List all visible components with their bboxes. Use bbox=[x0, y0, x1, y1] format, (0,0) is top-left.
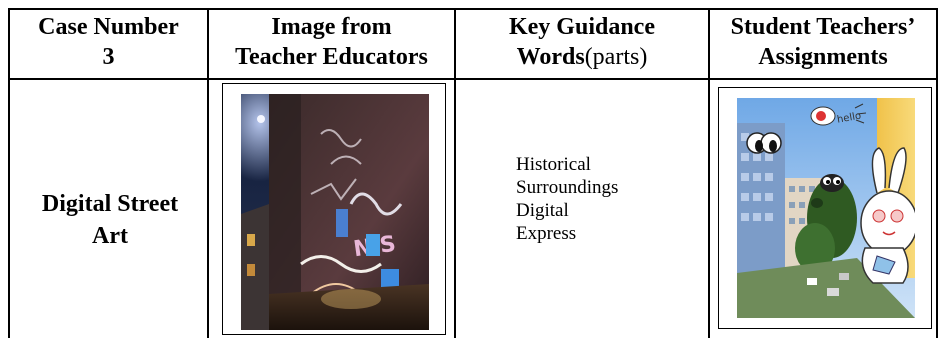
guidance-word: Surroundings bbox=[516, 177, 619, 198]
header-assignments-line2: Assignments bbox=[758, 44, 888, 70]
header-image-from-teacher: Image from Teacher Educators bbox=[209, 12, 454, 78]
header-key-guidance-line2: Words(parts) bbox=[456, 42, 708, 72]
header-image-line1: Image from bbox=[271, 14, 392, 40]
graffiti-wall-photo: NIS bbox=[241, 94, 429, 330]
header-case-number-line2: 3 bbox=[102, 44, 115, 70]
header-parts-normal: (parts) bbox=[584, 44, 648, 70]
header-case-number: Case Number 3 bbox=[10, 12, 207, 78]
header-bottom-border bbox=[8, 78, 938, 80]
student-assignment-image: hello bbox=[737, 98, 915, 318]
speech-bubble-text: hello bbox=[836, 111, 862, 126]
header-words-bold: Words bbox=[516, 44, 585, 70]
guidance-word: Digital bbox=[516, 200, 569, 221]
guidance-word: Express bbox=[516, 223, 577, 244]
case-title-line1: Digital Street bbox=[41, 191, 179, 217]
cartoon-characters-on-building-photo: hello bbox=[737, 98, 915, 318]
header-key-guidance: Key Guidance Words(parts) bbox=[456, 12, 708, 78]
column-divider-1 bbox=[207, 8, 209, 338]
header-assignments-line1: Student Teachers’ bbox=[730, 14, 916, 40]
header-case-number-line1: Case Number bbox=[38, 14, 179, 40]
column-divider-2 bbox=[454, 8, 456, 338]
graffiti-wall-image: NIS bbox=[241, 94, 429, 330]
guidance-word: Historical bbox=[516, 154, 591, 175]
table-left-border bbox=[8, 8, 10, 338]
case-title-line2: Art bbox=[92, 223, 128, 249]
case-title: Digital Street Art bbox=[12, 188, 208, 252]
header-image-line2: Teacher Educators bbox=[235, 44, 428, 70]
column-divider-3 bbox=[708, 8, 710, 338]
header-key-guidance-line1: Key Guidance bbox=[508, 14, 655, 40]
table-top-border bbox=[8, 8, 938, 10]
header-student-assignments: Student Teachers’ Assignments bbox=[710, 12, 936, 78]
table-right-border bbox=[936, 8, 938, 338]
guidance-words-list: Historical Surroundings Digital Express bbox=[516, 153, 618, 245]
